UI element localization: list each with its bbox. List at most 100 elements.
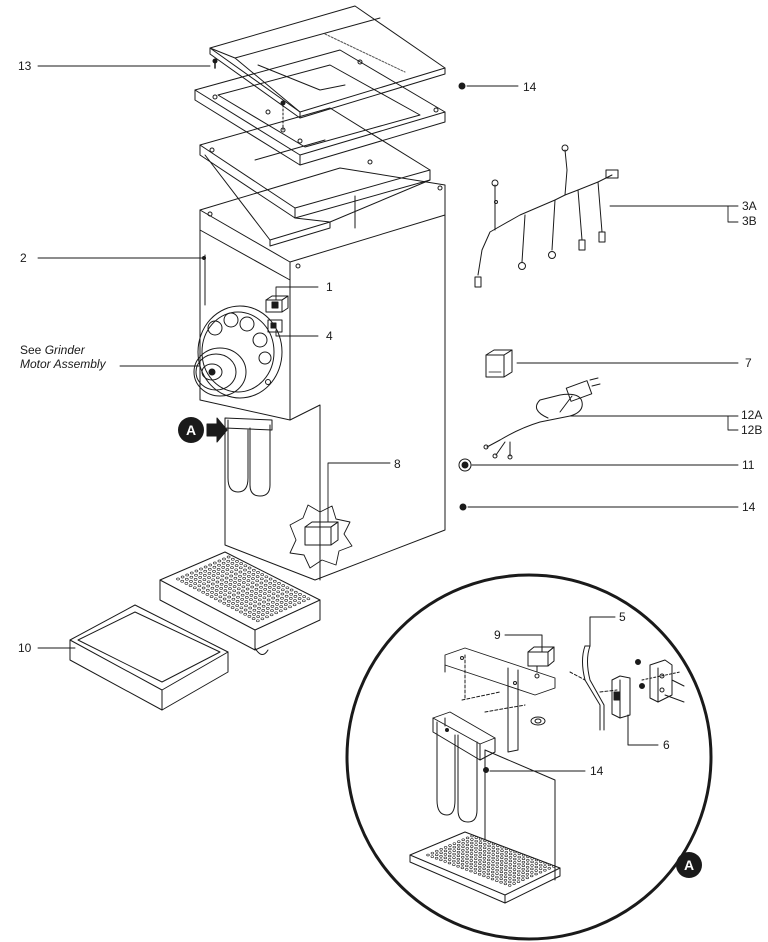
grate-hole (306, 597, 311, 601)
part-label-3b: 3B (742, 214, 757, 228)
grate-hole (447, 861, 452, 865)
grate-hole (214, 589, 219, 592)
grate-hole (229, 570, 234, 574)
grate-hole (513, 857, 517, 861)
grate-hole (486, 865, 491, 869)
grate-hole (508, 866, 512, 870)
grate-hole (452, 849, 456, 852)
grate-hole (289, 592, 294, 596)
grate-hole (244, 600, 249, 603)
grate-hole (508, 863, 512, 866)
grate-hole (272, 579, 277, 583)
grate-hole (478, 844, 483, 848)
grate-hole (189, 580, 193, 583)
grate-hole (257, 602, 262, 606)
grate-hole (258, 590, 263, 593)
grate-hole (193, 586, 197, 590)
grate-hole (461, 849, 465, 852)
grate-hole (482, 860, 486, 864)
grate-hole (251, 577, 255, 580)
grate-hole (469, 862, 473, 866)
grate-hole (234, 564, 239, 567)
direction-arrow (206, 417, 228, 443)
grate-hole (517, 852, 521, 855)
part-label-9: 9 (494, 628, 501, 642)
grate-hole (274, 607, 279, 610)
part-label-7: 7 (745, 356, 752, 370)
grate-hole (218, 599, 222, 603)
grate-hole (512, 882, 516, 885)
grate-hole (465, 857, 469, 861)
grate-hole (292, 603, 297, 607)
grate-hole (268, 577, 273, 581)
grate-hole (465, 864, 469, 868)
grate-hole (525, 873, 530, 876)
grate-hole (478, 841, 483, 844)
grate-hole (486, 862, 491, 865)
grate-hole (430, 851, 435, 855)
part-label-14-detail: 14 (590, 764, 604, 778)
grate-hole (243, 564, 248, 568)
grate-hole (249, 594, 254, 597)
grate-hole (499, 870, 504, 873)
grate-hole (517, 859, 521, 862)
grate-hole (232, 589, 236, 593)
part-label-12b: 12B (741, 423, 763, 437)
grate-hole (448, 851, 452, 854)
grate-hole (526, 859, 530, 862)
grate-hole (261, 609, 266, 612)
grate-hole (435, 853, 439, 856)
grate-hole (465, 854, 469, 857)
grate-hole (254, 583, 259, 587)
grate-hole (217, 563, 221, 567)
grate-hole (249, 598, 253, 601)
grate-hole (465, 836, 470, 840)
grate-hole (272, 584, 277, 587)
grate-hole (461, 856, 465, 859)
grate-hole (279, 601, 284, 604)
grate-hole (482, 857, 487, 860)
grate-hole (469, 859, 473, 862)
grate-hole (482, 874, 486, 878)
grate-hole (252, 613, 256, 616)
grate-hole (504, 872, 508, 875)
grate-hole (246, 579, 251, 582)
grate-hole (534, 865, 538, 869)
grate-hole (465, 847, 469, 850)
grate-hole (512, 864, 517, 868)
grate-hole (207, 576, 211, 579)
grate-hole (426, 853, 430, 857)
grate-hole (261, 604, 266, 608)
grate-hole (232, 585, 237, 588)
grate-hole (288, 605, 292, 609)
grate-hole (503, 879, 508, 882)
grate-hole (252, 608, 257, 612)
grate-hole (439, 858, 443, 862)
grate-hole (240, 602, 244, 605)
grate-hole (207, 572, 212, 575)
grate-hole (265, 607, 270, 610)
grate-hole (495, 872, 499, 875)
grate-hole (534, 858, 539, 862)
grate-hole (495, 858, 500, 861)
grate-hole (530, 860, 534, 864)
grate-hole (496, 847, 500, 851)
part-label-10: 10 (18, 641, 32, 655)
grate-hole (201, 590, 205, 594)
grate-hole (439, 848, 443, 851)
grate-hole (272, 588, 276, 591)
part-label-13: 13 (18, 59, 32, 73)
grate-hole (530, 871, 534, 874)
grate-hole (509, 849, 513, 852)
grate-hole (221, 570, 225, 573)
grate-hole (194, 573, 198, 577)
grate-hole (500, 859, 504, 863)
grinder-motor-note: See Grinder Motor Assembly (20, 343, 106, 371)
grate-hole (201, 586, 206, 590)
grate-hole (297, 601, 302, 605)
part-label-14-side: 14 (742, 500, 756, 514)
grate-hole (521, 878, 525, 881)
grate-hole (490, 874, 495, 877)
grate-hole (253, 596, 258, 599)
part-label-14-top: 14 (523, 80, 537, 94)
